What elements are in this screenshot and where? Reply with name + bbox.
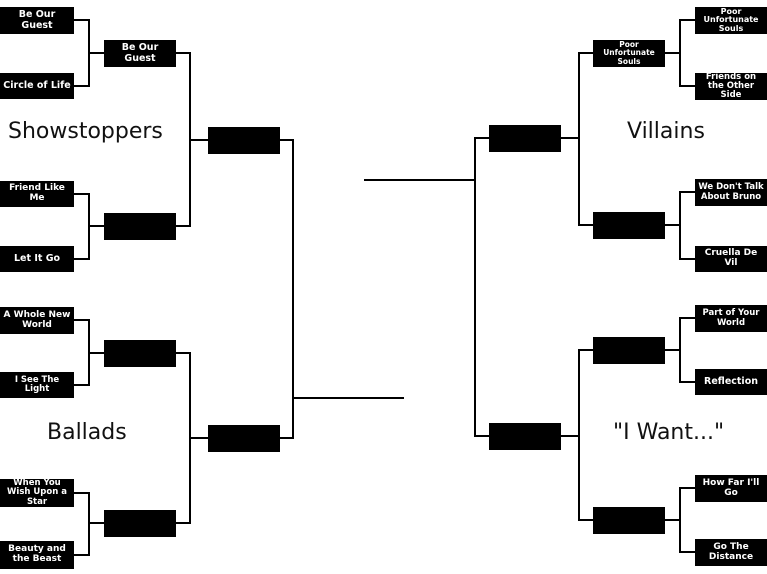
bracket-slot-right-r1-6: Reflection xyxy=(695,369,767,395)
bracket-slot-right-r3-1 xyxy=(489,125,561,152)
slot-label: Cruella De Vil xyxy=(704,248,758,268)
bracket-slot-left-r1-5: A Whole New World xyxy=(0,307,74,334)
slot-label: I See The Light xyxy=(14,374,60,394)
bracket-connector xyxy=(176,52,208,227)
bracket-slot-right-r2-2 xyxy=(593,212,665,239)
bracket-connector xyxy=(561,52,593,226)
bracket-slot-left-r3-2 xyxy=(208,425,280,452)
bracket-slot-left-r1-6: I See The Light xyxy=(0,372,74,398)
bracket-slot-right-r1-2: Friends on the Other Side xyxy=(695,73,767,100)
bracket-connector xyxy=(74,19,104,87)
slot-label: How Far I'll Go xyxy=(702,477,760,498)
slot-label: Go The Distance xyxy=(708,541,754,562)
bracket-slot-left-r1-7: When You Wish Upon a Star xyxy=(0,479,74,507)
slot-label: Let It Go xyxy=(13,252,61,264)
slot-label: Be Our Guest xyxy=(121,42,159,64)
bracket-slot-right-r2-4 xyxy=(593,507,665,534)
bracket-connector xyxy=(665,191,695,260)
bracket-connector xyxy=(665,19,695,87)
bracket-connector xyxy=(74,193,104,260)
bracket-slot-left-r2-4 xyxy=(104,510,176,537)
slot-label: Circle of Life xyxy=(3,79,71,91)
slot-label: We Don't Talk About Bruno xyxy=(698,182,764,202)
group-label-showstoppers: Showstoppers xyxy=(8,119,163,144)
bracket-slot-left-r2-1: Be Our Guest xyxy=(104,40,176,67)
slot-label: Reflection xyxy=(704,375,758,387)
bracket-connector xyxy=(74,319,104,386)
bracket-connector xyxy=(665,317,695,383)
slot-label: Friends on the Other Side xyxy=(705,73,757,100)
bracket-slot-left-r1-3: Friend Like Me xyxy=(0,181,74,207)
group-label-villains: Villains xyxy=(627,119,705,144)
bracket-connector xyxy=(364,137,489,437)
bracket-slot-right-r1-3: We Don't Talk About Bruno xyxy=(695,179,767,206)
group-label-i-want: "I Want..." xyxy=(613,420,725,445)
bracket-slot-right-r1-4: Cruella De Vil xyxy=(695,246,767,272)
bracket-slot-left-r1-1: Be Our Guest xyxy=(0,7,74,34)
bracket-connector xyxy=(176,352,208,524)
bracket-connector xyxy=(74,492,104,556)
slot-label: A Whole New World xyxy=(3,309,71,330)
slot-label: Poor Unfortunate Souls xyxy=(603,40,655,66)
slot-label: When You Wish Upon a Star xyxy=(7,479,67,507)
bracket-slot-left-r2-3 xyxy=(104,340,176,367)
bracket-connector xyxy=(665,487,695,553)
bracket-slot-right-r1-8: Go The Distance xyxy=(695,539,767,566)
bracket-slot-left-r1-2: Circle of Life xyxy=(0,73,74,99)
bracket-slot-left-r1-4: Let It Go xyxy=(0,246,74,272)
bracket-slot-left-r3-1 xyxy=(208,127,280,154)
bracket-slot-left-r2-2 xyxy=(104,213,176,240)
bracket-slot-right-r1-7: How Far I'll Go xyxy=(695,475,767,502)
bracket-slot-left-r1-8: Beauty and the Beast xyxy=(0,541,74,569)
bracket-slot-right-r2-3 xyxy=(593,337,665,364)
bracket-connector xyxy=(280,139,404,439)
bracket-slot-right-r1-1: Poor Unfortunate Souls xyxy=(695,7,767,34)
group-label-ballads: Ballads xyxy=(47,420,127,445)
slot-label: Poor Unfortunate Souls xyxy=(703,7,759,33)
slot-label: Be Our Guest xyxy=(18,9,56,31)
bracket-connector xyxy=(561,349,593,521)
bracket-slot-right-r3-2 xyxy=(489,423,561,450)
slot-label: Beauty and the Beast xyxy=(8,544,66,564)
bracket-slot-right-r2-1: Poor Unfortunate Souls xyxy=(593,40,665,67)
slot-label: Friend Like Me xyxy=(9,183,65,203)
slot-label: Part of Your World xyxy=(702,308,760,328)
bracket-slot-right-r1-5: Part of Your World xyxy=(695,305,767,332)
